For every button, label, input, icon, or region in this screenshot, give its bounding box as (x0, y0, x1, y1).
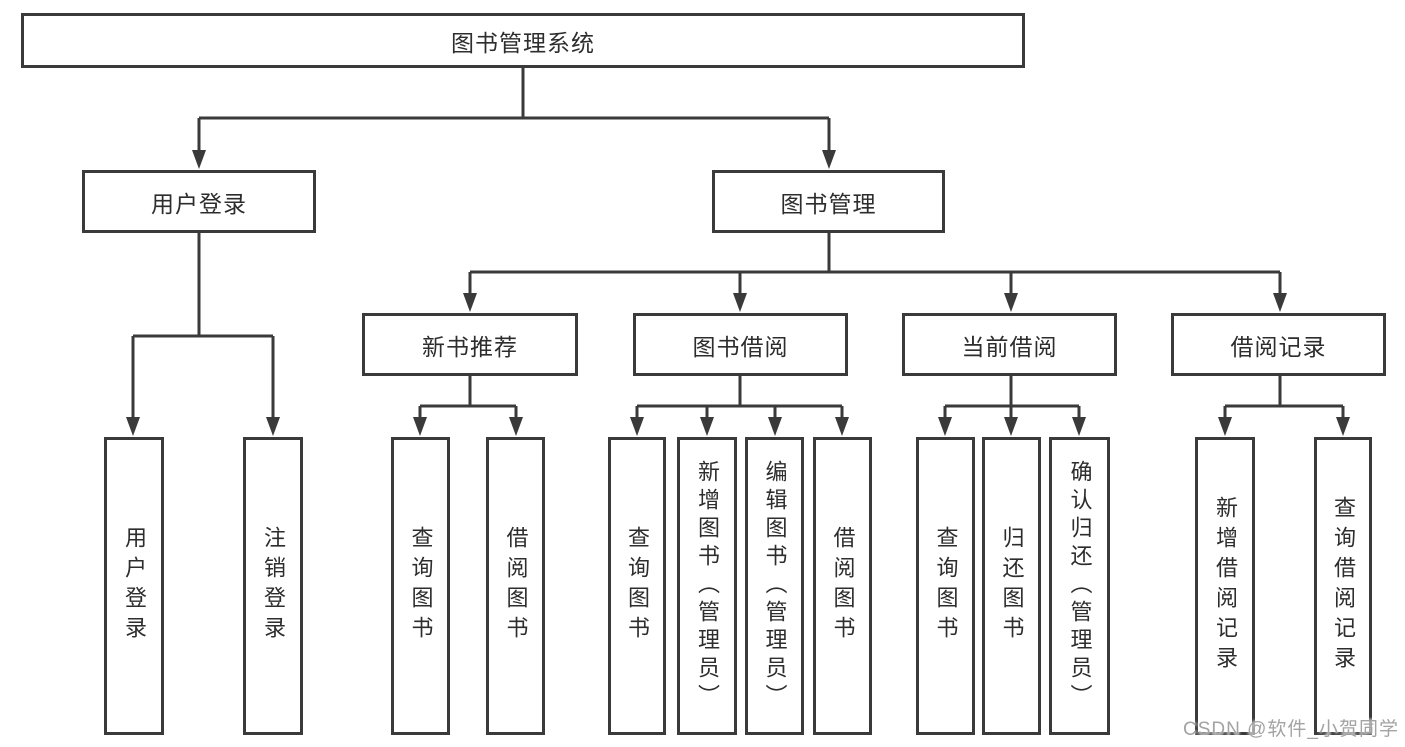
leaf-recommend-query-books: 查询图书 (391, 437, 450, 735)
node-new-book-recommend: 新书推荐 (362, 313, 578, 376)
borrow-record-branch-connector (1223, 376, 1345, 419)
arrow-down-icon (413, 417, 427, 436)
arrow-down-icon (630, 417, 644, 436)
arrow-down-icon (463, 293, 477, 312)
arrow-down-icon (1004, 293, 1018, 312)
node-user-login: 用户登录 (82, 170, 316, 233)
leaf-record-add-record: 新增借阅记录 (1195, 437, 1255, 735)
book-management-branch-connector (468, 233, 1282, 295)
arrow-down-icon (1218, 417, 1232, 436)
current-borrow-branch-connector (943, 376, 1081, 419)
root-to-level2-connector (197, 68, 831, 152)
arrow-down-icon (700, 417, 714, 436)
leaf-recommend-borrow-books: 借阅图书 (486, 437, 545, 735)
arrow-down-icon (835, 417, 849, 436)
leaf-current-query-books: 查询图书 (916, 437, 975, 735)
arrow-down-icon (192, 150, 206, 169)
leaf-current-return-books: 归还图书 (982, 437, 1041, 735)
leaf-borrow-borrow-books: 借阅图书 (813, 437, 872, 735)
arrow-down-icon (126, 417, 140, 436)
node-book-management: 图书管理 (712, 170, 945, 233)
leaf-logout: 注销登录 (243, 437, 303, 735)
leaf-record-query-record: 查询借阅记录 (1314, 437, 1372, 735)
arrow-down-icon (509, 417, 523, 436)
user-login-branch-connector (131, 233, 275, 419)
csdn-watermark: CSDN @软件_小贺同学 (1183, 719, 1399, 740)
leaf-borrow-query-books: 查询图书 (608, 437, 666, 735)
node-library-management-system: 图书管理系统 (21, 13, 1025, 68)
arrow-down-icon (768, 417, 782, 436)
arrow-down-icon (266, 417, 280, 436)
arrow-down-icon (733, 293, 747, 312)
new-book-recommend-branch-connector (418, 376, 518, 419)
arrow-down-icon (822, 150, 836, 169)
arrowheads (126, 150, 1350, 436)
leaf-borrow-add-books-admin: 新增图书（管理员） (677, 437, 737, 735)
leaf-user-login: 用户登录 (104, 437, 164, 735)
node-book-borrow: 图书借阅 (633, 313, 848, 376)
node-current-borrow: 当前借阅 (902, 313, 1117, 376)
node-borrow-record: 借阅记录 (1171, 313, 1386, 376)
arrow-down-icon (1072, 417, 1086, 436)
book-borrow-branch-connector (635, 376, 844, 419)
arrow-down-icon (1004, 417, 1018, 436)
arrow-down-icon (1273, 293, 1287, 312)
arrow-down-icon (938, 417, 952, 436)
arrow-down-icon (1336, 417, 1350, 436)
leaf-current-confirm-return-admin: 确认归还（管理员） (1049, 437, 1110, 735)
leaf-borrow-edit-books-admin: 编辑图书（管理员） (745, 437, 804, 735)
